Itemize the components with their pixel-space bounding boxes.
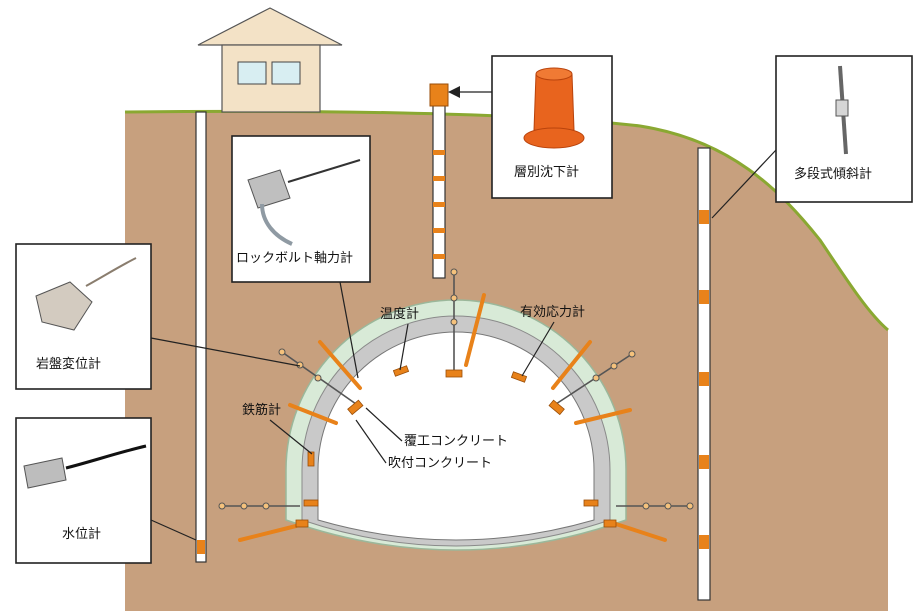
extensometer-anchors	[218, 268, 694, 510]
ground-surface-line	[124, 109, 889, 332]
rockbolt-label: ロックボルト軸力計	[236, 250, 353, 266]
settlement-label: 層別沈下計	[514, 164, 579, 180]
settlement-callout: 層別沈下計	[491, 55, 613, 199]
settlement-gauge-icon	[533, 73, 575, 131]
tunnel	[285, 299, 627, 551]
inclinometer-callout: 多段式傾斜計	[775, 55, 913, 203]
settlement-borehole	[429, 83, 449, 279]
inclinometer-label: 多段式傾斜計	[794, 166, 872, 182]
lining-concrete-label: 覆工コンクリート	[404, 434, 508, 449]
effective-stress-label: 有効応力計	[520, 304, 585, 320]
tunnel-opening	[317, 331, 595, 541]
shotcrete-label: 吹付コンクリート	[388, 456, 492, 471]
rock-displacement-sensor-icon	[35, 281, 93, 331]
rock-bolts	[238, 293, 667, 542]
water-level-callout: 水位計	[15, 417, 152, 564]
rock-displacement-label: 岩盤変位計	[36, 356, 101, 372]
rock-displacement-callout: 岩盤変位計	[15, 243, 152, 390]
inclinometer-borehole	[697, 147, 711, 601]
rockbolt-callout: ロックボルト軸力計	[231, 135, 371, 283]
water-level-label: 水位計	[62, 526, 101, 542]
water-level-sensor-icon	[23, 457, 67, 489]
temperature-label: 温度計	[380, 306, 419, 322]
house	[197, 7, 343, 113]
water-level-borehole	[195, 111, 207, 563]
rebar-label: 鉄筋計	[242, 402, 281, 418]
rockbolt-sensor-icon	[247, 169, 291, 209]
lining-sensors	[295, 365, 617, 528]
